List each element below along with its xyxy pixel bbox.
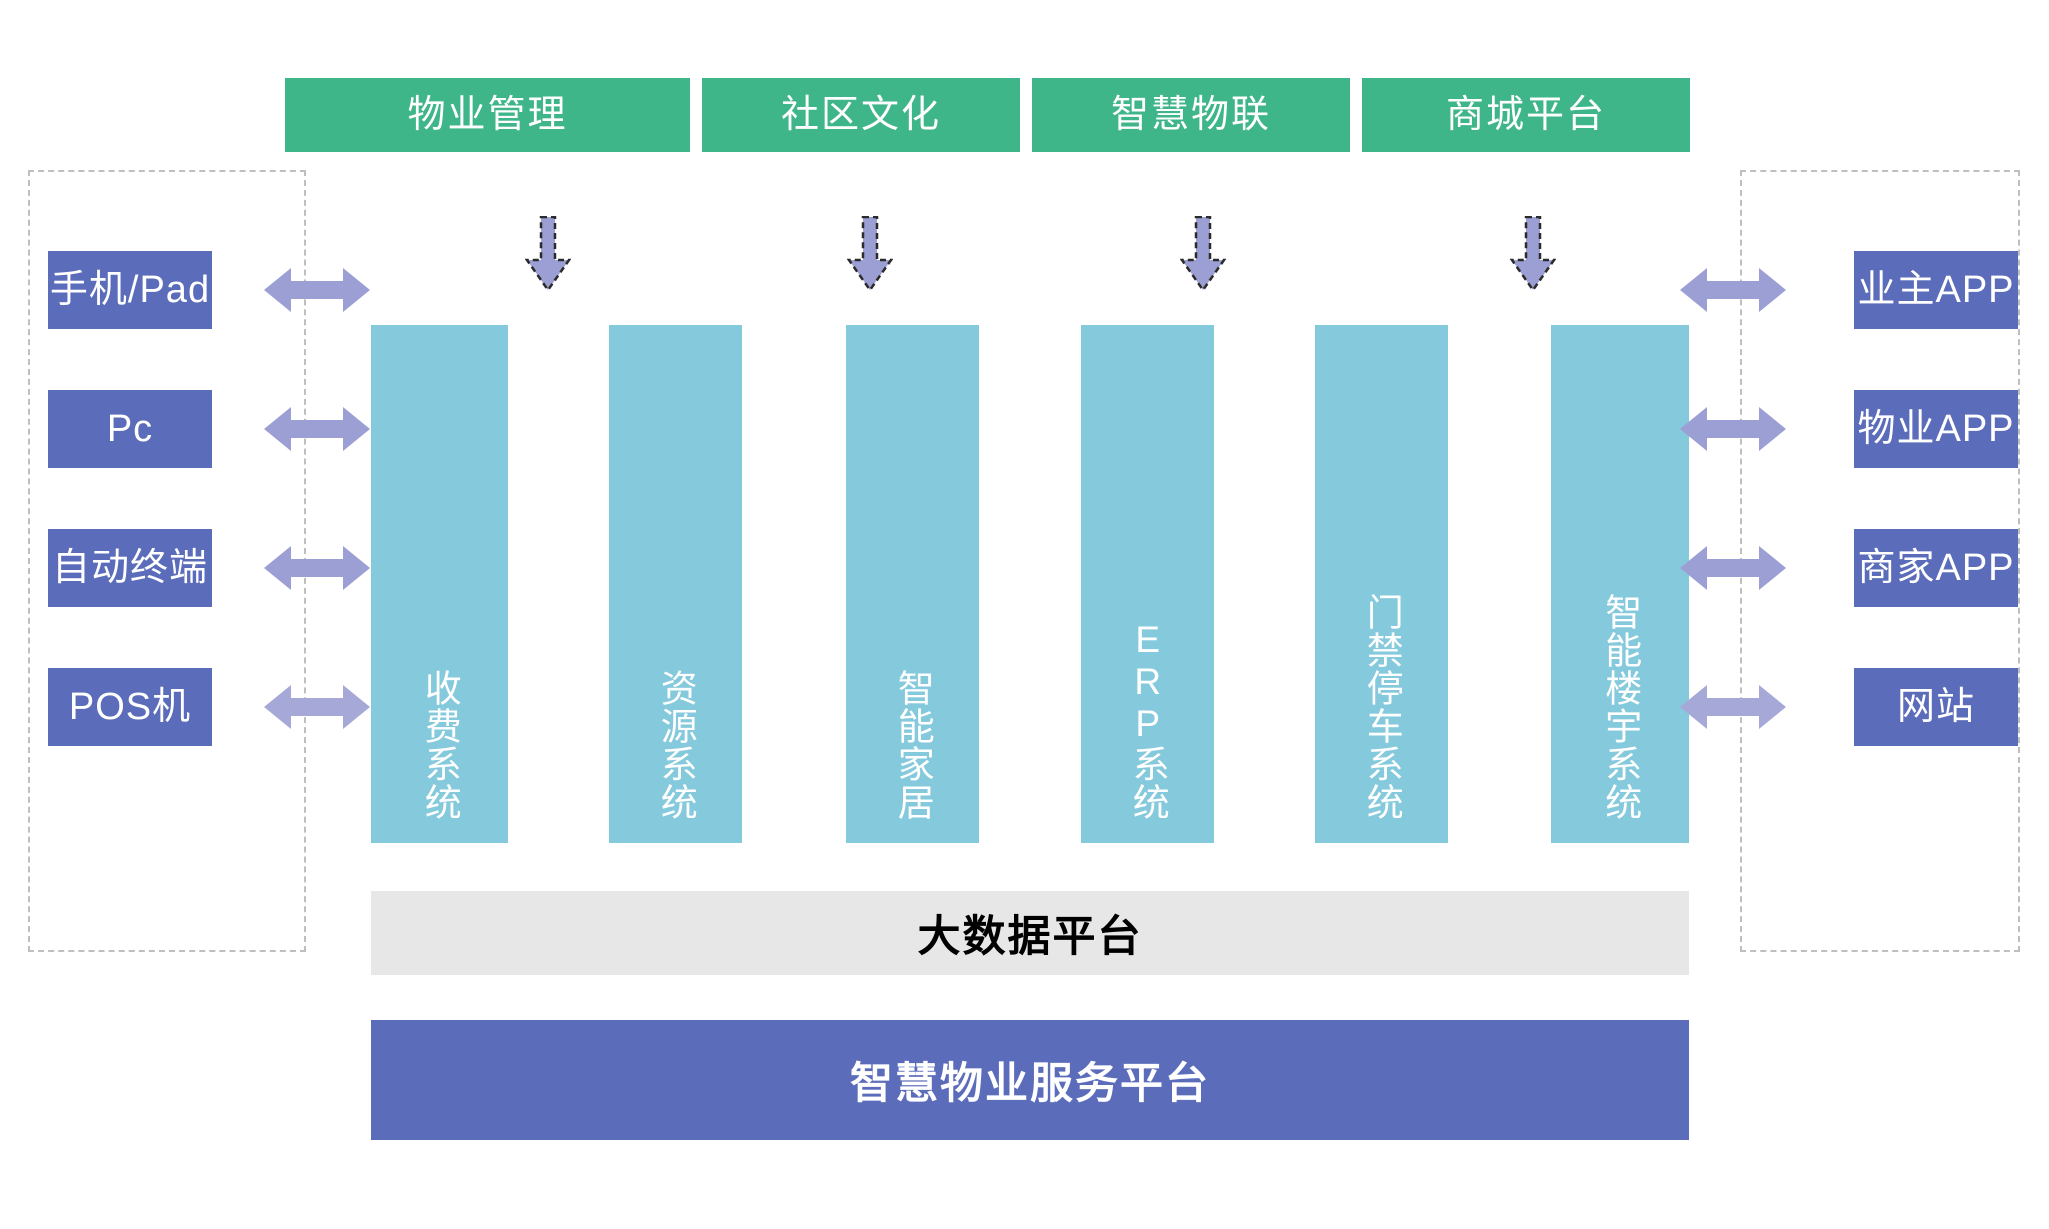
channel-box-community-culture[interactable]: 社区文化: [702, 78, 1020, 152]
terminal-label: 自动终端: [51, 547, 208, 589]
double-arrow-icon-right-2: [1678, 405, 1788, 453]
double-arrow-icon-left-1: [262, 266, 372, 314]
client-box-website[interactable]: 网站: [1854, 668, 2018, 746]
terminal-label: POS机: [68, 686, 192, 728]
client-box-merchant-app[interactable]: 商家APP: [1854, 529, 2018, 607]
down-arrow-icon-3: [1179, 215, 1227, 293]
system-column-erp[interactable]: ERP系统: [1081, 325, 1214, 843]
channel-label: 商城平台: [1445, 94, 1606, 136]
system-column-smart-building[interactable]: 智能楼宇系统: [1551, 325, 1689, 843]
client-box-owner-app[interactable]: 业主APP: [1854, 251, 2018, 329]
terminal-box-self-service[interactable]: 自动终端: [48, 529, 212, 607]
terminal-label: 手机/Pad: [49, 269, 211, 311]
down-arrow-icon-1: [524, 215, 572, 293]
client-box-property-app[interactable]: 物业APP: [1854, 390, 2018, 468]
double-arrow-icon-left-4: [262, 683, 372, 731]
system-label: 收费系统: [419, 669, 461, 821]
double-arrow-icon-right-4: [1678, 683, 1788, 731]
terminal-box-pos[interactable]: POS机: [48, 668, 212, 746]
channel-box-mall-platform[interactable]: 商城平台: [1362, 78, 1690, 152]
system-label: ERP系统: [1127, 619, 1169, 821]
system-column-smart-home[interactable]: 智能家居: [846, 325, 979, 843]
double-arrow-icon-right-1: [1678, 266, 1788, 314]
channel-label: 物业管理: [407, 94, 568, 136]
client-label: 物业APP: [1857, 408, 2015, 450]
bigdata-platform-label: 大数据平台: [917, 913, 1143, 961]
down-arrow-icon-4: [1509, 215, 1557, 293]
double-arrow-icon-left-2: [262, 405, 372, 453]
double-arrow-icon-left-3: [262, 544, 372, 592]
system-label: 智能家居: [892, 669, 934, 821]
bigdata-platform-bar[interactable]: 大数据平台: [371, 891, 1689, 975]
terminal-box-phone-pad[interactable]: 手机/Pad: [48, 251, 212, 329]
system-label: 门禁停车系统: [1361, 593, 1403, 821]
double-arrow-icon-right-3: [1678, 544, 1788, 592]
smart-property-service-platform-label: 智慧物业服务平台: [850, 1060, 1210, 1108]
channel-label: 智慧物联: [1110, 94, 1271, 136]
channel-label: 社区文化: [780, 94, 941, 136]
terminal-label: Pc: [106, 408, 154, 450]
system-column-charging[interactable]: 收费系统: [371, 325, 508, 843]
smart-property-service-platform-bar[interactable]: 智慧物业服务平台: [371, 1020, 1689, 1140]
terminal-box-pc[interactable]: Pc: [48, 390, 212, 468]
channel-box-property-management[interactable]: 物业管理: [285, 78, 690, 152]
down-arrow-icon-2: [846, 215, 894, 293]
client-label: 网站: [1896, 686, 1975, 728]
channel-box-smart-iot[interactable]: 智慧物联: [1032, 78, 1350, 152]
system-column-resource[interactable]: 资源系统: [609, 325, 742, 843]
client-label: 业主APP: [1857, 269, 2015, 311]
system-label: 资源系统: [655, 669, 697, 821]
client-label: 商家APP: [1857, 547, 2015, 589]
system-label: 智能楼宇系统: [1599, 593, 1641, 821]
system-column-access-parking[interactable]: 门禁停车系统: [1315, 325, 1448, 843]
